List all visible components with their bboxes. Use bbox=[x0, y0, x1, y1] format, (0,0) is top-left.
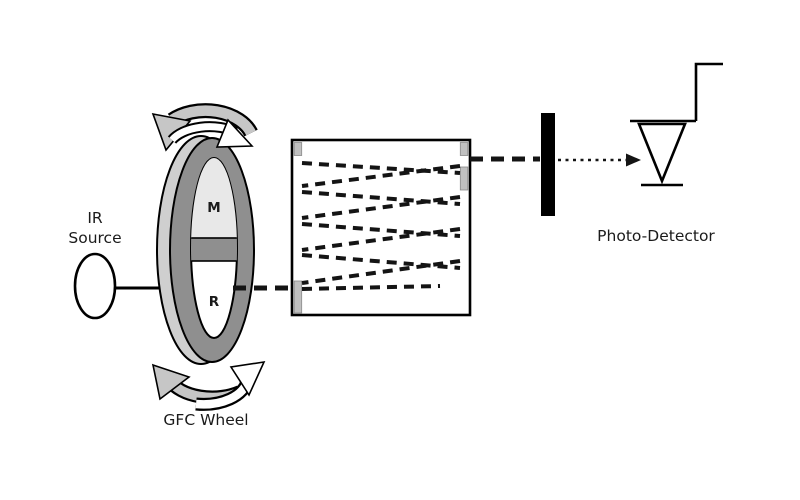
beam-arrowhead-icon bbox=[626, 153, 641, 167]
ir-source-label-line1: IR bbox=[87, 209, 103, 227]
cell-beam-segment bbox=[301, 164, 461, 188]
cell-body bbox=[290, 138, 472, 317]
cell-beam-segment bbox=[301, 227, 461, 252]
cell-mirror-tab-right-mid bbox=[459, 166, 469, 191]
ir-source-label-line2: Source bbox=[68, 229, 121, 247]
cell-beam-segment bbox=[301, 190, 461, 206]
detector-wire bbox=[694, 62, 723, 121]
cell-beam-reflections bbox=[301, 161, 461, 291]
cell-beam-segment bbox=[301, 253, 461, 270]
rotation-arrow-bottom-head bbox=[151, 363, 191, 401]
rotation-arrow-top2-head bbox=[215, 118, 254, 148]
rotation-arrow-bottom2-head bbox=[229, 360, 266, 397]
multipass-cell bbox=[290, 138, 472, 317]
cell-beam-segment bbox=[301, 284, 441, 291]
cell-mirror-tab-left-top bbox=[293, 142, 303, 156]
ir-source: IR Source bbox=[68, 209, 168, 320]
cell-mirror-tab-left-bottom bbox=[293, 280, 303, 314]
cell-beam-segment bbox=[301, 222, 461, 238]
cell-mirror-tab-right-top bbox=[459, 142, 469, 156]
ir-source-lamp bbox=[73, 252, 117, 320]
beam-path bbox=[233, 156, 540, 291]
cell-beam-segment bbox=[301, 161, 461, 175]
optical-filter-bar bbox=[541, 113, 555, 216]
detector-beam bbox=[558, 153, 641, 167]
cell-beam-segment bbox=[301, 195, 461, 220]
gfc-wheel: M R bbox=[156, 135, 255, 365]
cell-beam-segment bbox=[301, 259, 461, 285]
gfc-wheel-label: GFC Wheel bbox=[163, 411, 248, 429]
photo-detector-label: Photo-Detector bbox=[597, 227, 715, 245]
rotation-arrow-top-band bbox=[169, 105, 256, 136]
rotation-arrows bbox=[151, 103, 266, 411]
wheel-cell-r-label: R bbox=[209, 294, 220, 310]
photo-detector bbox=[630, 62, 723, 187]
wheel-divider bbox=[191, 237, 237, 262]
wheel-cell-m-label: M bbox=[207, 200, 220, 216]
detector-triangle-icon bbox=[637, 122, 687, 185]
